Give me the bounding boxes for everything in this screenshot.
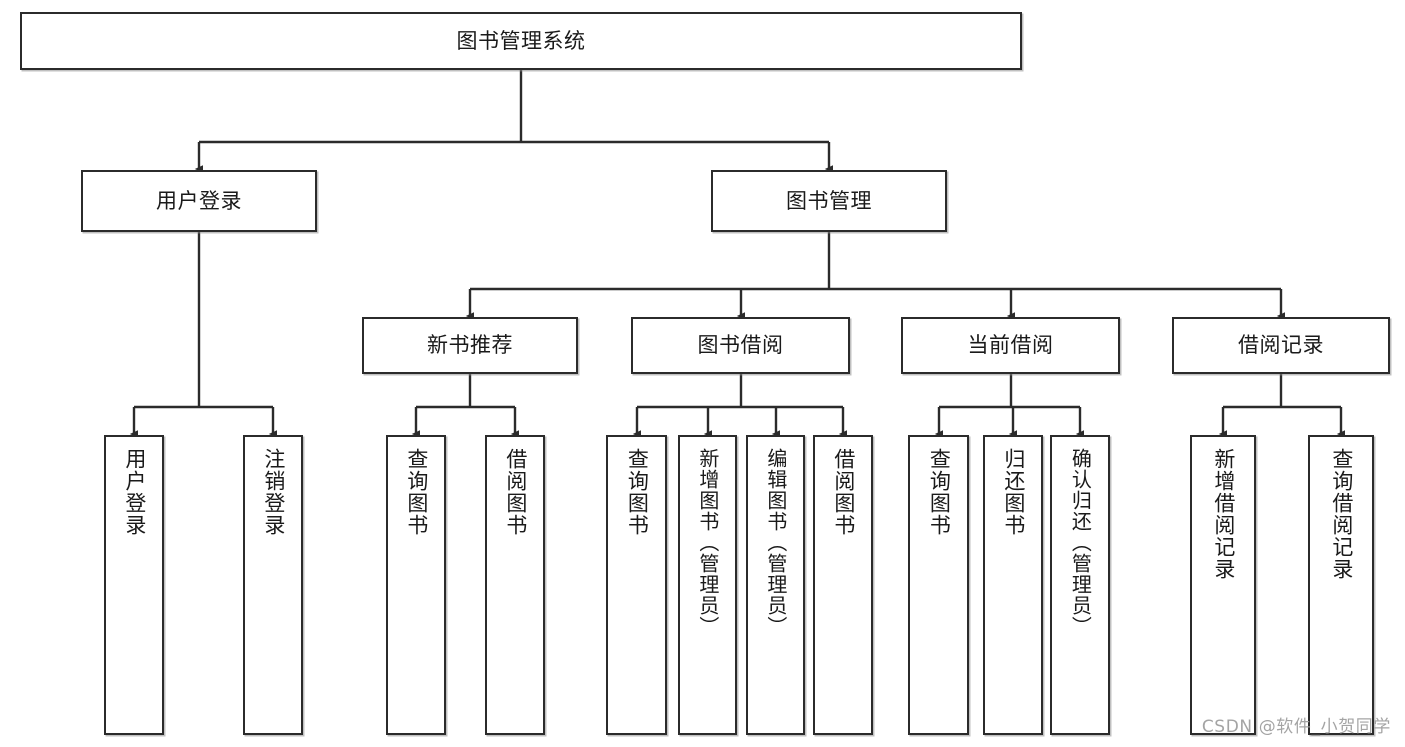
node-leaf-query-book-borrow[interactable]: 查询图书: [606, 435, 667, 735]
node-label: 注销登录: [261, 448, 286, 536]
node-label: 编辑图书（管理员）: [763, 448, 788, 637]
node-label: 新书推荐: [427, 333, 513, 358]
node-label: 图书借阅: [697, 333, 784, 358]
node-leaf-query-record[interactable]: 查询借阅记录: [1308, 435, 1374, 735]
node-leaf-confirm-return[interactable]: 确认归还（管理员）: [1050, 435, 1110, 735]
node-leaf-add-record[interactable]: 新增借阅记录: [1190, 435, 1256, 735]
node-root[interactable]: 图书管理系统: [20, 12, 1022, 70]
node-label: 借阅图书: [503, 448, 528, 536]
node-leaf-query-book-cur[interactable]: 查询图书: [908, 435, 969, 735]
node-label: 图书管理系统: [456, 28, 586, 53]
node-label: 当前借阅: [967, 333, 1054, 358]
node-book-borrow[interactable]: 图书借阅: [631, 317, 850, 374]
node-label: 用户登录: [122, 448, 147, 536]
node-label: 归还图书: [1001, 448, 1026, 536]
node-label: 用户登录: [156, 188, 242, 213]
node-current-borrow[interactable]: 当前借阅: [901, 317, 1120, 374]
node-label: 查询图书: [625, 448, 650, 536]
node-borrow-record[interactable]: 借阅记录: [1172, 317, 1390, 374]
node-label: 新增借阅记录: [1211, 448, 1236, 580]
node-leaf-borrow-book-rec[interactable]: 借阅图书: [485, 435, 545, 735]
node-label: 借阅记录: [1238, 333, 1324, 358]
node-label: 确认归还（管理员）: [1068, 448, 1093, 637]
node-label: 查询图书: [404, 448, 429, 536]
node-leaf-edit-book[interactable]: 编辑图书（管理员）: [746, 435, 805, 735]
node-new-book-rec[interactable]: 新书推荐: [362, 317, 578, 374]
node-label: 借阅图书: [831, 448, 856, 536]
node-user-login[interactable]: 用户登录: [81, 170, 317, 232]
watermark-text: CSDN @软件_小贺同学: [1201, 717, 1391, 737]
node-leaf-borrow-book[interactable]: 借阅图书: [813, 435, 873, 735]
node-label: 查询图书: [927, 448, 952, 536]
node-label: 查询借阅记录: [1329, 448, 1354, 580]
node-label: 新增图书（管理员）: [695, 448, 720, 637]
node-leaf-add-book[interactable]: 新增图书（管理员）: [678, 435, 737, 735]
node-book-manage[interactable]: 图书管理: [711, 170, 947, 232]
node-leaf-user-login[interactable]: 用户登录: [104, 435, 164, 735]
node-leaf-return-book[interactable]: 归还图书: [983, 435, 1043, 735]
node-leaf-query-book-rec[interactable]: 查询图书: [386, 435, 446, 735]
node-label: 图书管理: [786, 188, 872, 213]
node-leaf-user-logout[interactable]: 注销登录: [243, 435, 303, 735]
